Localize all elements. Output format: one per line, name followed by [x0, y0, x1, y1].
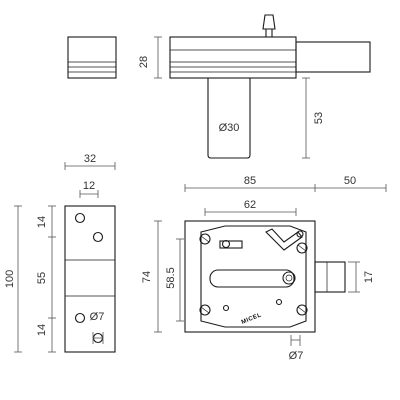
dim-plate-height: 58.5 [165, 238, 184, 322]
dim-label-bolt-height: 17 [363, 271, 375, 283]
dim-label-side-height: 100 [4, 270, 16, 288]
dim-hole-spacing: 62 [204, 199, 297, 216]
side-hole-3 [74, 312, 86, 324]
dim-label-knob-diameter: Ø30 [219, 122, 240, 134]
dim-side-width: 32 [64, 153, 116, 170]
dim-label-plate-height: 58.5 [165, 267, 177, 288]
front-view: MICEL [184, 220, 346, 333]
dim-side-height: 100 [4, 205, 22, 353]
dim-body-width: 85 [184, 175, 316, 192]
side-hole-1 [74, 212, 86, 224]
dim-label-body-width: 85 [244, 175, 256, 187]
screw-bottom-right [296, 304, 308, 316]
dim-side-hole-diameter: Ø7 [90, 311, 105, 344]
screw-bottom-left [199, 304, 211, 316]
dim-label-side-lower: 14 [36, 324, 48, 336]
side-view [64, 205, 116, 353]
dim-label-side-width: 32 [84, 153, 96, 165]
dim-front-hole-diameter: Ø7 [289, 335, 304, 362]
slot-knob [282, 271, 296, 285]
screw-top-left [199, 233, 211, 245]
dim-side-hole-spacing: 12 [79, 180, 99, 198]
dim-bolt-height: 17 [348, 261, 375, 293]
dim-label-hole-spacing: 62 [244, 199, 256, 211]
dim-label-body-height: 74 [141, 271, 153, 283]
dim-label-front-hole-diameter: Ø7 [289, 350, 304, 362]
screw-top-right [296, 242, 308, 254]
dim-bolt-extension: 50 [315, 175, 387, 192]
dim-side-segments: 14 55 14 [36, 205, 56, 353]
latch [219, 240, 243, 249]
dim-label-side-hole-diameter: Ø7 [90, 311, 105, 323]
dim-label-bolt-extension: 50 [344, 175, 356, 187]
end-view [67, 36, 117, 79]
bolt-slot [209, 269, 295, 288]
dim-top-height: 28 [138, 36, 162, 79]
dim-label-top-height: 28 [138, 56, 150, 68]
dim-label-side-upper: 14 [36, 216, 48, 228]
top-view [169, 14, 371, 159]
dim-label-knob-depth: 53 [313, 112, 325, 124]
dim-label-side-hole-spacing: 12 [83, 180, 95, 192]
dim-knob-depth: 53 [302, 77, 325, 159]
side-hole-2 [92, 231, 104, 243]
dim-label-side-middle: 55 [36, 272, 48, 284]
dim-body-height: 74 [141, 220, 162, 333]
brand-label: MICEL [241, 312, 263, 325]
